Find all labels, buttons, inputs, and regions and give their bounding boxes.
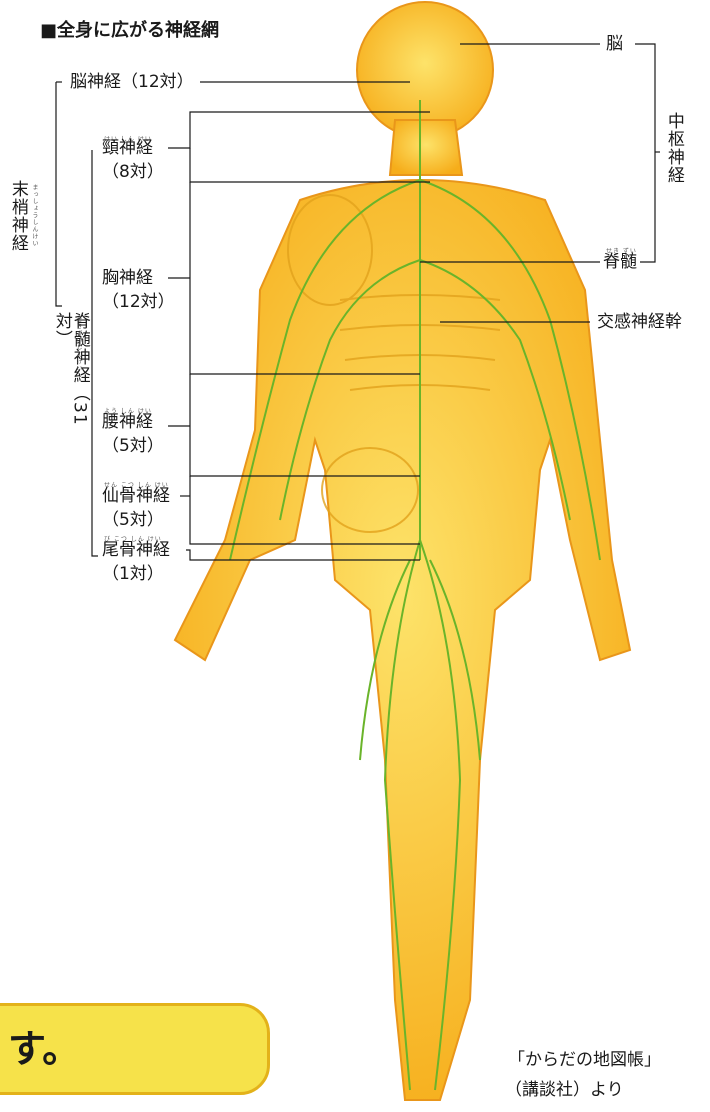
brain-label: 脳: [606, 36, 623, 53]
human-body-figure: [175, 2, 630, 1100]
coccygeal-nerves-label: 尾骨神経: [102, 542, 170, 559]
caption-banner-text: す。: [8, 1030, 80, 1068]
cervical-nerves-count: （8対）: [102, 164, 164, 181]
page-title: ■全身に広がる神経網: [40, 22, 219, 40]
central-nervous-system-label: 中枢神経: [664, 112, 682, 184]
coccygeal-nerves-count: （1対）: [102, 566, 164, 583]
peripheral-nerves-label: 末梢神経: [8, 180, 26, 252]
peripheral-nerves-ruby: まっしょうしんけい: [30, 184, 39, 247]
source-credit-title: 「からだの地図帳」: [508, 1052, 661, 1069]
lumbar-nerves-label: 腰神経: [102, 414, 153, 431]
source-credit-publisher: （講談社）より: [505, 1082, 624, 1099]
spinal-cord-label: 脊髄: [603, 254, 637, 271]
cervical-nerves-label: 頸神経: [102, 140, 153, 157]
thoracic-nerves-count: （12対）: [102, 294, 175, 311]
cranial-nerves-label: 脳神経（12対）: [70, 74, 194, 91]
thoracic-nerves-label: 胸神経: [102, 270, 153, 287]
sacral-nerves-label: 仙骨神経: [102, 488, 170, 505]
sacral-nerves-count: （5対）: [102, 512, 164, 529]
lumbar-nerves-count: （5対）: [102, 438, 164, 455]
sympathetic-trunk-label: 交感神経幹: [597, 314, 682, 331]
spinal-nerves-ruby: せきずいしんけい: [74, 316, 83, 372]
